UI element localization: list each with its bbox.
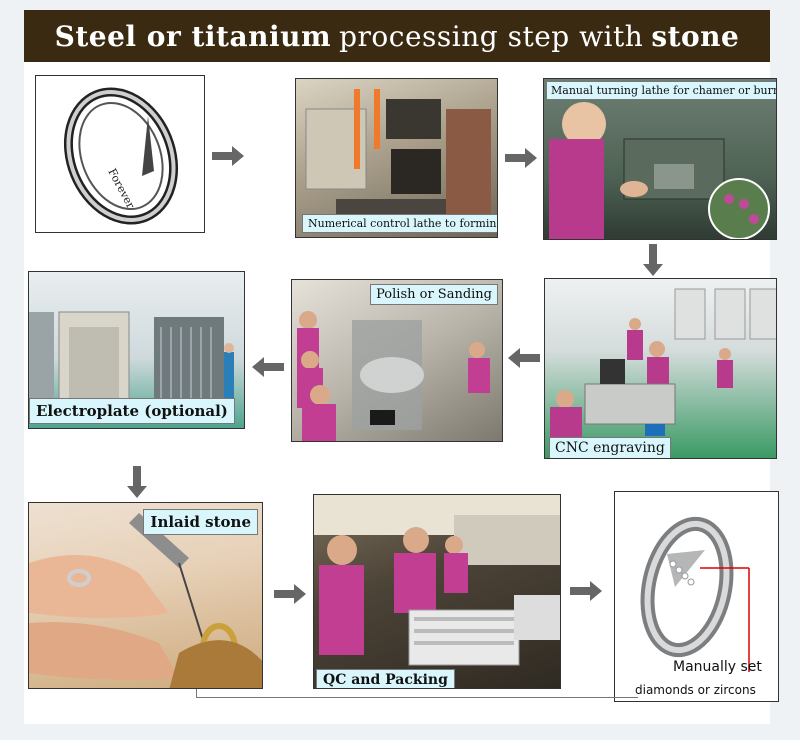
caption-polish: Polish or Sanding [370, 284, 498, 305]
ring-engraving-text: Forever [105, 166, 137, 211]
cnc-engraving-photo: CNC engraving [544, 278, 777, 459]
arrow-left-icon [252, 357, 284, 377]
arrow-right-icon [212, 146, 244, 166]
connector-line [196, 697, 638, 698]
title-part1: Steel or titanium [54, 19, 332, 53]
title-part3: stone [651, 19, 740, 53]
note-diamonds: diamonds or zircons [635, 683, 756, 697]
cnc-lathe-photo: Numerical control lathe to forming [295, 78, 498, 238]
page-title: Steel or titanium processing step with s… [24, 10, 770, 62]
electroplate-photo: Electroplate (optional) [28, 271, 245, 429]
finished-ring-photo: Manually set diamonds or zircons [614, 491, 779, 702]
manual-lathe-photo: Manual turning lathe for chamer or burri… [543, 78, 777, 240]
caption-numerical-lathe: Numerical control lathe to forming [302, 214, 497, 233]
arrow-right-icon [505, 148, 537, 168]
note-manually-set: Manually set [673, 659, 762, 675]
caption-electroplate: Electroplate (optional) [29, 398, 235, 424]
inlaid-stone-photo: Inlaid stone [28, 502, 263, 689]
qc-packing-photo: QC and Packing [313, 494, 561, 689]
polish-photo: Polish or Sanding [291, 279, 503, 442]
caption-inlaid: Inlaid stone [143, 509, 258, 535]
title-part2: processing step with [339, 19, 644, 53]
arrow-down-icon [127, 466, 147, 498]
caption-cnc: CNC engraving [549, 437, 671, 458]
arrow-down-icon [643, 244, 663, 276]
arrow-right-icon [274, 584, 306, 604]
caption-manual-lathe: Manual turning lathe for chamer or burri… [546, 81, 776, 100]
arrow-right-icon [570, 581, 602, 601]
connector-line [196, 689, 197, 697]
arrow-left-icon [508, 348, 540, 368]
caption-qc: QC and Packing [316, 669, 455, 688]
raw-ring-photo: Forever [35, 75, 205, 233]
